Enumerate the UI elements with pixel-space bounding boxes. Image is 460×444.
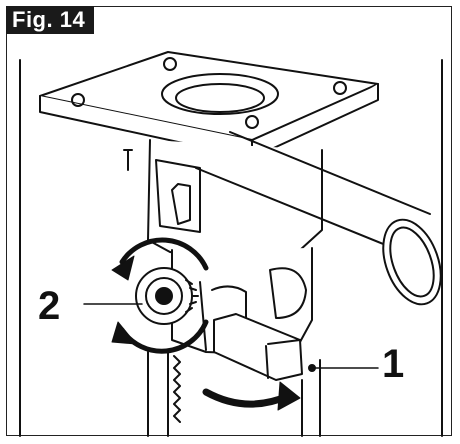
lower-body [171,247,313,355]
knob-icon[interactable] [135,267,199,325]
lower-column [147,351,321,437]
figure-label: Fig. 14 [6,6,95,34]
curved-arrowhead [277,381,301,411]
leader-dot-1 [308,364,316,372]
callout-1: 1 [382,342,405,386]
side-tube [195,131,442,306]
mounting-plate [39,51,379,159]
rotation-arrowhead-bottom [111,321,137,345]
locking-lever[interactable] [213,313,303,381]
curved-arrow-icon [202,388,292,408]
rotation-arrowhead-top [111,255,135,281]
callout-2: 2 [38,284,61,328]
